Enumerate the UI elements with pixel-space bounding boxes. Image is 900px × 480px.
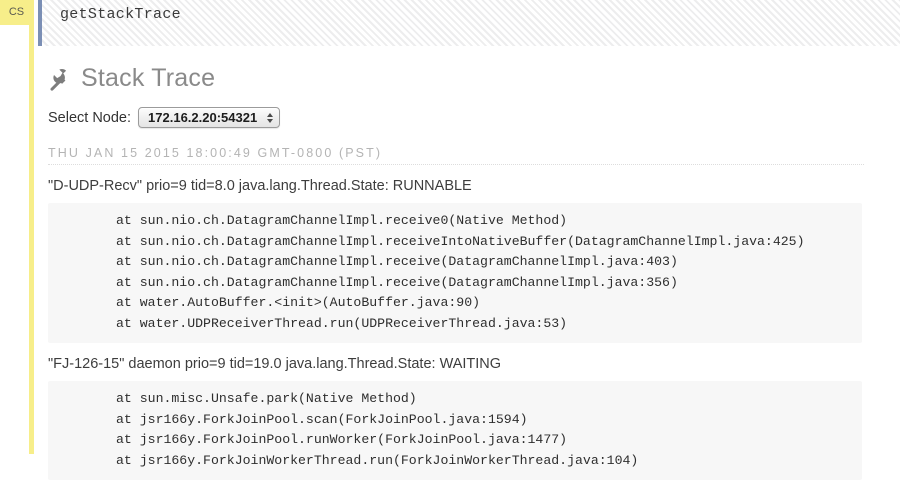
- wrench-icon: [48, 68, 72, 92]
- node-select[interactable]: 172.16.2.20:54321: [138, 107, 281, 128]
- stack-trace-content: Stack Trace Select Node: 172.16.2.20:543…: [48, 46, 900, 480]
- cs-badge: CS: [0, 0, 33, 25]
- select-node-label: Select Node:: [48, 109, 132, 126]
- command-header-band: getStackTrace: [38, 0, 900, 46]
- thread-header: "FJ-126-15" daemon prio=9 tid=19.0 java.…: [48, 356, 502, 372]
- trace-line: at water.AutoBuffer.<init>(AutoBuffer.ja…: [116, 295, 481, 310]
- trace-line: at sun.nio.ch.DatagramChannelImpl.receiv…: [116, 274, 678, 290]
- left-accent-rail: [29, 0, 34, 454]
- trace-line: at water.UDPReceiverThread.run(UDPReceiv…: [116, 315, 568, 331]
- trace-line: at jsr166y.ForkJoinPool.runWorker(ForkJo…: [116, 432, 568, 447]
- trace-timestamp: THU JAN 15 2015 18:00:49 GMT-0800 (PST): [48, 146, 864, 165]
- page-title: Stack Trace: [48, 64, 900, 93]
- trace-block: at sun.nio.ch.DatagramChannelImpl.receiv…: [48, 203, 862, 343]
- command-title: getStackTrace: [60, 6, 181, 23]
- trace-line: at sun.misc.Unsafe.park(Native Method): [116, 391, 417, 406]
- thread-header: "D-UDP-Recv" prio=9 tid=8.0 java.lang.Th…: [48, 178, 472, 194]
- page-title-text: Stack Trace: [81, 64, 216, 92]
- trace-line: at sun.nio.ch.DatagramChannelImpl.receiv…: [116, 233, 805, 249]
- node-selector-row: Select Node: 172.16.2.20:54321: [48, 107, 900, 128]
- trace-line: at jsr166y.ForkJoinPool.scan(ForkJoinPoo…: [116, 411, 528, 427]
- node-select-value: 172.16.2.20:54321: [148, 110, 258, 125]
- stepper-arrows-icon: [267, 112, 274, 123]
- trace-block: at sun.misc.Unsafe.park(Native Method) a…: [48, 381, 862, 480]
- trace-line: at sun.nio.ch.DatagramChannelImpl.receiv…: [116, 254, 678, 269]
- trace-line: at sun.nio.ch.DatagramChannelImpl.receiv…: [116, 213, 568, 228]
